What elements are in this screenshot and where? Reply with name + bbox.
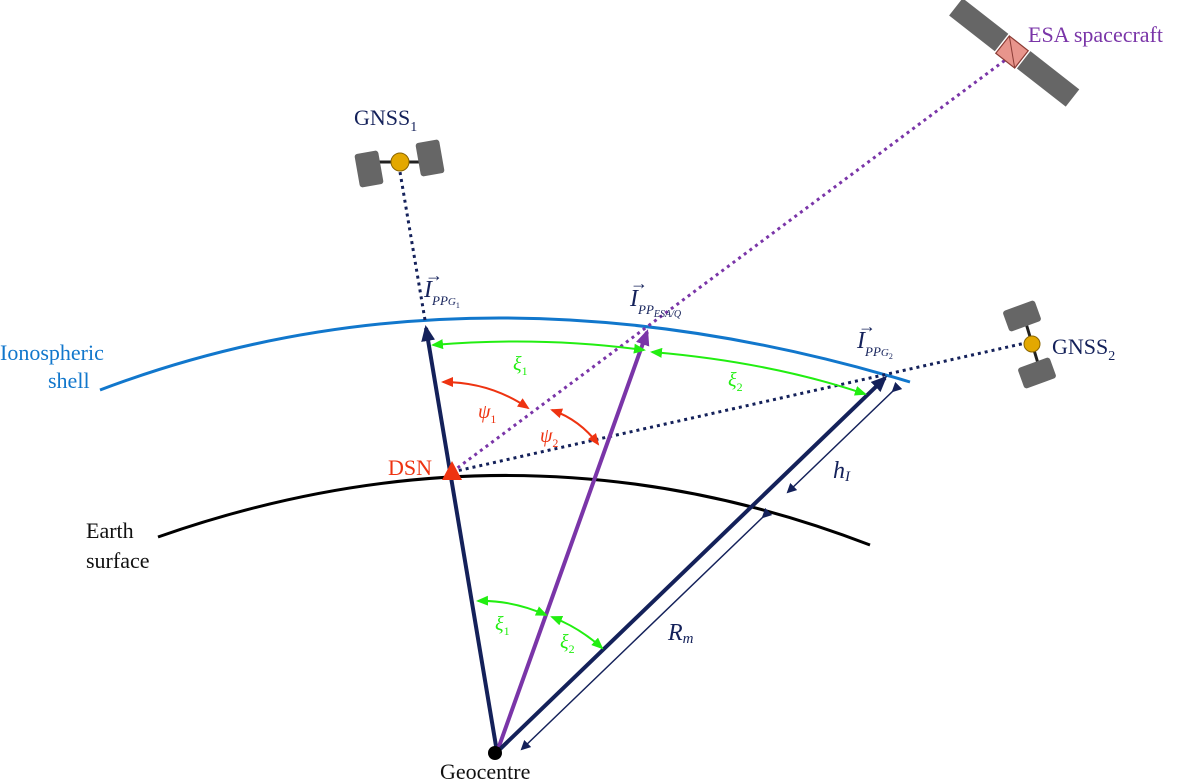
earth-surface-arc — [157, 474, 871, 547]
xi1-arc-shell — [431, 339, 646, 354]
esa-spacecraft-icon — [949, 0, 1080, 107]
ipp-g2-label: IPPG2 — [856, 328, 893, 361]
gnss1-label: GNSS1 — [354, 105, 417, 135]
dsn-station-icon — [442, 461, 462, 480]
r-m-label: Rm — [667, 620, 694, 647]
ipp-g2-vector-arrow: → — [858, 316, 876, 336]
r-m-dimension — [520, 507, 773, 751]
vector-ipp-g2 — [495, 375, 888, 754]
los-gnss2 — [451, 340, 1031, 474]
ionospheric-shell-arc — [99, 316, 911, 392]
earth-surface-label-2: surface — [86, 548, 150, 573]
h-i-dimension — [786, 381, 903, 494]
esa-spacecraft-label: ESA spacecraft — [1028, 22, 1163, 47]
gnss2-label: GNSS2 — [1052, 334, 1115, 364]
ipp-esa-vector-arrow: → — [630, 273, 648, 293]
xi2-arc-shell — [650, 347, 867, 396]
psi2-arc — [550, 408, 600, 446]
geocentre-label: Geocentre — [440, 759, 530, 781]
xi1-label-shell: ξ1 — [513, 353, 528, 378]
xi1-arc-centre — [476, 595, 548, 616]
ipp-esa-label: IPPESA/Q — [629, 286, 682, 320]
h-i-label: hI — [833, 458, 851, 485]
los-gnss1 — [398, 171, 427, 321]
los-esa — [451, 56, 1009, 474]
psi2-label: ψ2 — [540, 425, 558, 450]
vector-ipp-g1 — [421, 325, 499, 753]
dsn-label: DSN — [388, 455, 432, 480]
ionospheric-shell-label-2: shell — [48, 368, 90, 393]
xi1-label-centre: ξ1 — [495, 613, 510, 638]
xi2-label-centre: ξ2 — [560, 631, 575, 656]
vector-ipp-esa — [495, 329, 650, 753]
xi2-label-shell: ξ2 — [728, 369, 743, 394]
gnss2-satellite-icon — [1003, 300, 1056, 389]
ipp-g1-label: IPPG1 — [423, 277, 460, 310]
ionospheric-shell-label-1: Ionospheric — [0, 340, 104, 365]
gnss1-satellite-icon — [354, 139, 445, 188]
earth-surface-label-1: Earth — [86, 518, 134, 543]
ipp-g1-vector-arrow: → — [425, 265, 443, 285]
xi2-arc-centre — [550, 616, 604, 650]
psi1-arc — [441, 377, 530, 410]
psi1-label: ψ1 — [478, 401, 496, 426]
geocentre-dot — [488, 746, 502, 760]
